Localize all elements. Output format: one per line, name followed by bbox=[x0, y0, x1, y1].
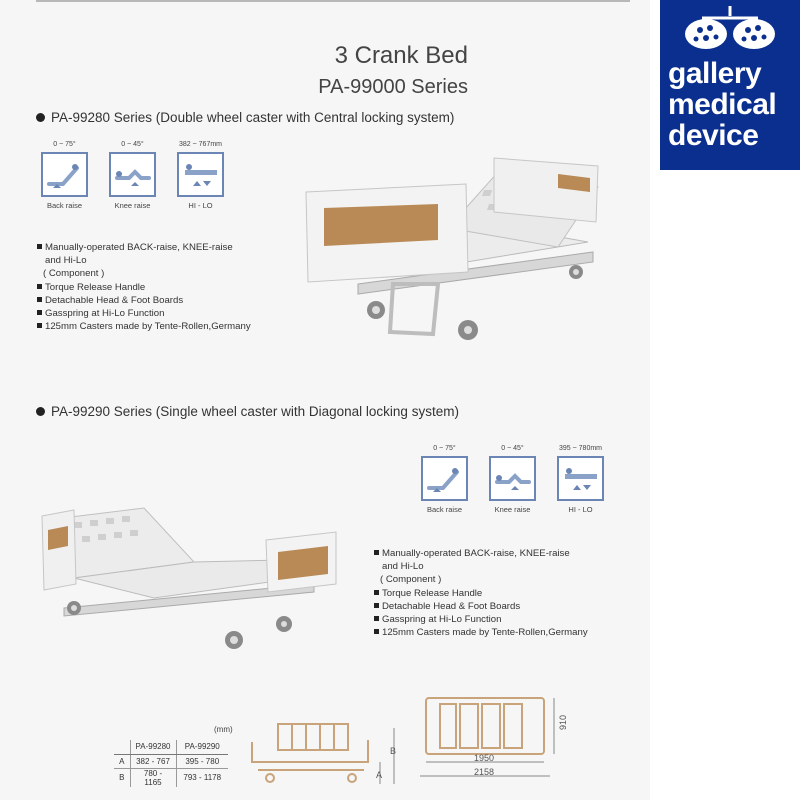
back-raise-icon bbox=[41, 152, 88, 197]
icon-range: 0 ~ 45° bbox=[501, 445, 524, 452]
logo-line: medical bbox=[668, 88, 777, 121]
series1-icons: 0 ~ 75° Back raise 0 ~ 45° Knee raise bbox=[39, 141, 226, 210]
feature-text: and Hi-Lo bbox=[382, 561, 424, 573]
icon-label: HI - LO bbox=[568, 505, 593, 514]
table-cell: B bbox=[119, 773, 125, 782]
brand-logo: gallery medical device bbox=[660, 0, 800, 170]
top-rule bbox=[36, 0, 630, 2]
bullet-icon bbox=[36, 113, 45, 122]
component-heading: ( Component ) bbox=[43, 268, 105, 280]
series1-heading-text: PA-99280 Series (Double wheel caster wit… bbox=[51, 110, 455, 125]
feature-text: and Hi-Lo bbox=[45, 255, 87, 267]
icon-range: 395 ~ 780mm bbox=[559, 445, 602, 452]
side-view-drawing: A B bbox=[251, 723, 396, 784]
page-subtitle: PA-99000 Series bbox=[318, 76, 468, 98]
icon-label: Back raise bbox=[46, 201, 82, 210]
feature-text: Gasspring at Hi-Lo Function bbox=[382, 614, 502, 626]
bed-image-pa99290 bbox=[41, 507, 337, 649]
table-cell: 382 - 767 bbox=[129, 754, 176, 769]
dim-label-b: B bbox=[390, 746, 396, 756]
feature-text: 125mm Casters made by Tente-Rollen,Germa… bbox=[45, 321, 251, 333]
table-cell: 395 - 780 bbox=[175, 754, 228, 769]
icon-range: 0 ~ 45° bbox=[121, 141, 144, 148]
surgical-lights-icon bbox=[685, 6, 775, 49]
bullet-icon bbox=[36, 407, 45, 416]
icon-range: 0 ~ 75° bbox=[53, 141, 76, 148]
hi-lo-icon bbox=[557, 456, 604, 501]
series1-heading: PA-99280 Series (Double wheel caster wit… bbox=[36, 110, 454, 125]
feature-text: Manually-operated BACK-raise, KNEE-raise bbox=[45, 242, 233, 253]
feature-text: Detachable Head & Foot Boards bbox=[382, 600, 521, 612]
series2-hi-lo: 395 ~ 780mm HI - LO bbox=[555, 445, 606, 514]
table-cell: 780 - 1165 bbox=[129, 768, 176, 787]
feature-text: Gasspring at Hi-Lo Function bbox=[45, 308, 165, 320]
logo-line: gallery bbox=[668, 57, 762, 90]
feature-text: Manually-operated BACK-raise, KNEE-raise bbox=[382, 548, 570, 559]
dim-height: 910 bbox=[558, 715, 568, 730]
series1-features: Manually-operated BACK-raise, KNEE-raise… bbox=[37, 241, 251, 333]
icon-label: Knee raise bbox=[114, 201, 151, 210]
table-header-row: PA-99280 PA-99290 bbox=[114, 740, 228, 755]
spec-table: PA-99280 PA-99290 A 382 - 767 395 - 780 … bbox=[114, 740, 228, 787]
feature-text: Torque Release Handle bbox=[382, 587, 483, 599]
series1-knee-raise: 0 ~ 45° Knee raise bbox=[107, 141, 158, 210]
series2-back-raise: 0 ~ 75° Back raise bbox=[419, 445, 470, 514]
icon-range: 382 ~ 767mm bbox=[179, 141, 222, 148]
icon-range: 0 ~ 75° bbox=[433, 445, 456, 452]
top-view-drawing: 1950 2158 910 bbox=[420, 697, 568, 777]
table-row: A 382 - 767 395 - 780 bbox=[114, 754, 228, 769]
knee-raise-icon bbox=[489, 456, 536, 501]
table-header-cell bbox=[114, 740, 130, 755]
table-cell: 793 - 1178 bbox=[175, 768, 228, 787]
knee-raise-icon bbox=[109, 152, 156, 197]
table-header-cell: PA-99290 bbox=[175, 740, 228, 755]
dim-total-length: 2158 bbox=[474, 767, 494, 777]
spec-unit: (mm) bbox=[214, 725, 233, 734]
icon-label: Back raise bbox=[426, 505, 462, 514]
series2-features: Manually-operated BACK-raise, KNEE-raise… bbox=[374, 547, 588, 639]
bed-image-pa99280 bbox=[305, 157, 599, 340]
page-title: 3 Crank Bed bbox=[334, 42, 468, 69]
hi-lo-icon bbox=[177, 152, 224, 197]
series2-knee-raise: 0 ~ 45° Knee raise bbox=[487, 445, 538, 514]
back-raise-icon bbox=[421, 456, 468, 501]
dim-label-a: A bbox=[376, 770, 382, 780]
feature-text: Torque Release Handle bbox=[45, 281, 146, 293]
logo-wordmark: gallery medical device bbox=[668, 57, 777, 152]
series2-heading: PA-99290 Series (Single wheel caster wit… bbox=[36, 404, 459, 419]
feature-text: 125mm Casters made by Tente-Rollen,Germa… bbox=[382, 627, 588, 639]
logo-line: device bbox=[668, 119, 759, 152]
series1-back-raise: 0 ~ 75° Back raise bbox=[39, 141, 90, 210]
component-heading: ( Component ) bbox=[380, 574, 442, 586]
series1-hi-lo: 382 ~ 767mm HI - LO bbox=[175, 141, 226, 210]
series2-icons: 0 ~ 75° Back raise 0 ~ 45° Knee raise bbox=[419, 445, 606, 514]
icon-label: Knee raise bbox=[494, 505, 531, 514]
catalog-sheet: 3 Crank Bed PA-99000 Series PA-99280 Ser… bbox=[36, 0, 630, 787]
series2-heading-text: PA-99290 Series (Single wheel caster wit… bbox=[51, 404, 459, 419]
table-header-cell: PA-99280 bbox=[129, 740, 176, 755]
table-cell: A bbox=[114, 754, 130, 769]
feature-text: Detachable Head & Foot Boards bbox=[45, 294, 184, 306]
table-row: B 780 - 1165 793 - 1178 bbox=[114, 768, 228, 787]
icon-label: HI - LO bbox=[188, 201, 213, 210]
dim-inner-length: 1950 bbox=[474, 753, 494, 763]
